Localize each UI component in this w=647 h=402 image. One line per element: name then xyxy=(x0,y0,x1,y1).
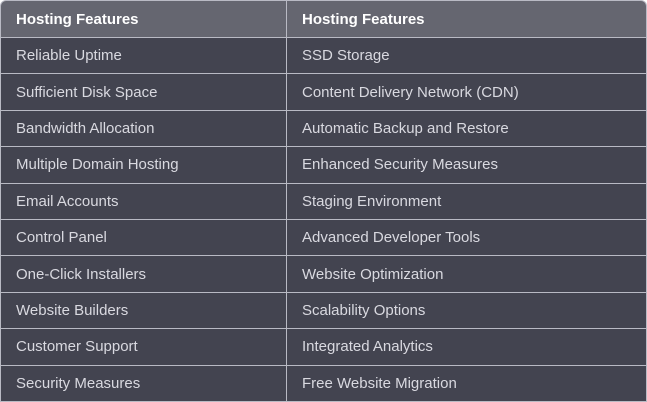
table-cell: Multiple Domain Hosting xyxy=(0,147,287,184)
table-cell: Website Optimization xyxy=(287,256,647,293)
table-cell: Enhanced Security Measures xyxy=(287,147,647,184)
column-header: Hosting Features xyxy=(287,0,647,38)
table-cell: Content Delivery Network (CDN) xyxy=(287,74,647,111)
table-cell: Sufficient Disk Space xyxy=(0,74,287,111)
table-cell: Integrated Analytics xyxy=(287,329,647,366)
table-cell: Free Website Migration xyxy=(287,365,647,402)
table-cell: One-Click Installers xyxy=(0,256,287,293)
table-cell: Email Accounts xyxy=(0,183,287,220)
table-cell: Website Builders xyxy=(0,292,287,330)
column-header: Hosting Features xyxy=(0,0,287,38)
table-cell: Control Panel xyxy=(0,219,287,257)
table-cell: Customer Support xyxy=(0,329,287,366)
table-cell: Scalability Options xyxy=(287,292,647,330)
table-cell: Advanced Developer Tools xyxy=(287,219,647,257)
header-row: Hosting Features Hosting Features xyxy=(0,0,647,38)
table-cell: Bandwidth Allocation xyxy=(0,110,287,148)
table-cell: Reliable Uptime xyxy=(0,38,287,75)
table-cell: Security Measures xyxy=(0,365,287,402)
table-cell: Staging Environment xyxy=(287,183,647,220)
table-cell: Automatic Backup and Restore xyxy=(287,110,647,148)
table-cell: SSD Storage xyxy=(287,38,647,75)
